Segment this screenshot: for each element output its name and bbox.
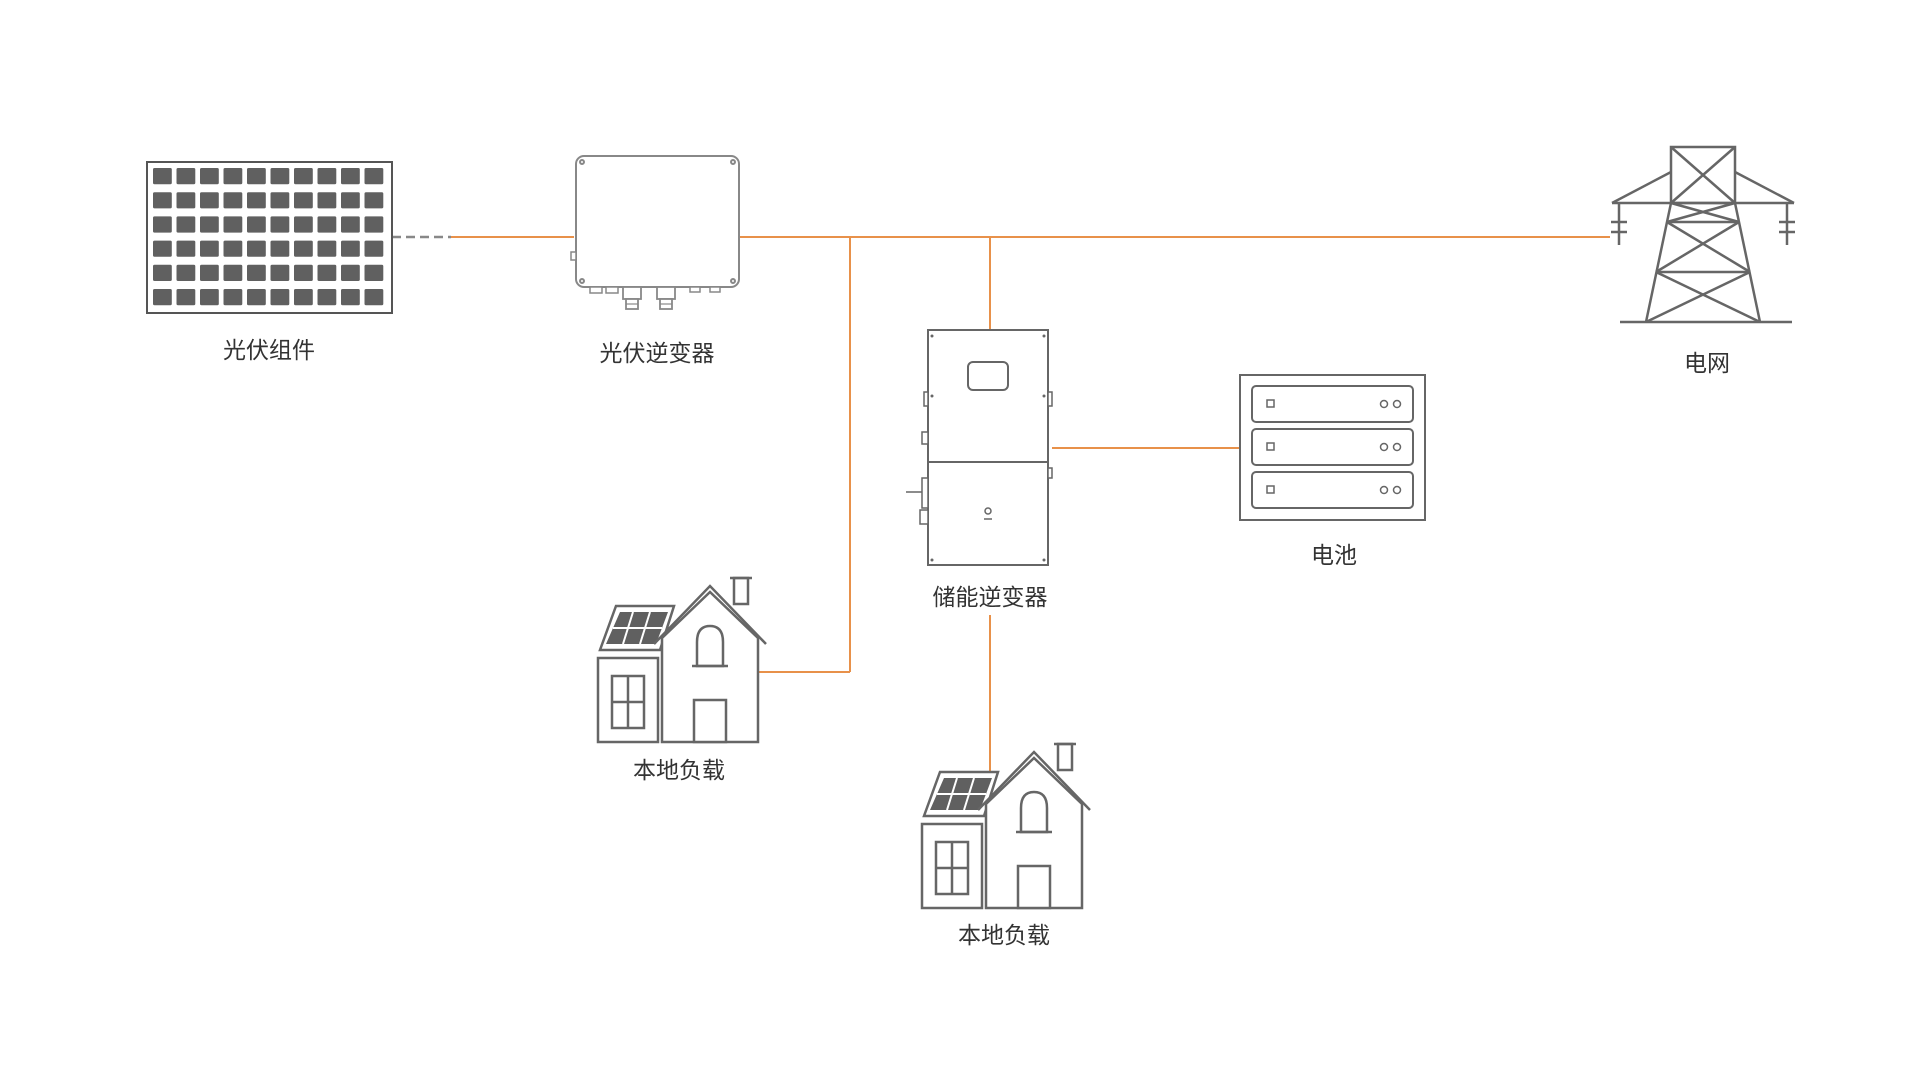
battery-rack-icon (1239, 374, 1426, 521)
solar-cell (247, 240, 266, 257)
solar-cell (341, 264, 360, 281)
solar-cell (364, 168, 384, 185)
solar-cell (223, 264, 243, 281)
solar-cell (200, 264, 219, 281)
solar-cell (294, 240, 313, 257)
solar-cell (153, 168, 172, 185)
solar-cell (270, 216, 290, 233)
solar-cell (341, 168, 360, 185)
solar-cell (153, 240, 172, 257)
solar-cell (317, 289, 337, 306)
solar-cell (294, 168, 313, 185)
solar-cell (317, 264, 337, 281)
solar-cell (364, 264, 384, 281)
solar-cell (364, 240, 384, 257)
solar-cell (270, 264, 290, 281)
solar-cell (294, 289, 313, 306)
solar-cell (364, 289, 384, 306)
solar-cell (364, 216, 384, 233)
solar-cell (317, 240, 337, 257)
solar-cell (270, 240, 290, 257)
solar-cell (176, 289, 196, 306)
solar-cell (200, 168, 219, 185)
house-with-solar-icon-left (596, 576, 768, 744)
solar-cell (341, 240, 360, 257)
solar-cell (294, 216, 313, 233)
solar-cell (294, 264, 313, 281)
solar-cell (247, 168, 266, 185)
solar-cell (223, 289, 243, 306)
label-storage-inverter: 储能逆变器 (932, 585, 1048, 611)
solar-cell (364, 192, 384, 209)
hybrid-inverter-icon (906, 329, 1053, 566)
solar-cell (153, 216, 172, 233)
solar-cell (153, 289, 172, 306)
label-grid: 电网 (1684, 351, 1730, 377)
solar-cell (270, 168, 290, 185)
inverter-icon (570, 155, 740, 310)
label-local-load-left: 本地负载 (633, 758, 725, 784)
solar-cell (200, 192, 219, 209)
label-local-load-bottom: 本地负载 (958, 923, 1050, 949)
solar-cell (176, 264, 196, 281)
solar-cell (176, 216, 196, 233)
solar-cell (270, 289, 290, 306)
solar-cell (200, 240, 219, 257)
label-battery: 电池 (1311, 543, 1357, 569)
solar-cell (200, 216, 219, 233)
solar-cell (223, 216, 243, 233)
solar-cell (317, 192, 337, 209)
solar-cell (176, 240, 196, 257)
solar-cell (317, 216, 337, 233)
solar-cell (341, 289, 360, 306)
house-with-solar-icon-bottom (920, 742, 1092, 910)
solar-cell (341, 216, 360, 233)
solar-cell (247, 216, 266, 233)
power-tower-icon (1611, 145, 1795, 324)
solar-cell (270, 192, 290, 209)
solar-cell (247, 264, 266, 281)
solar-cell (317, 168, 337, 185)
solar-cell (176, 168, 196, 185)
solar-cells (153, 168, 384, 306)
solar-cell (294, 192, 313, 209)
solar-cell (153, 192, 172, 209)
solar-cell (223, 192, 243, 209)
label-pv-module: 光伏组件 (223, 338, 315, 364)
solar-cell (341, 192, 360, 209)
solar-cell (223, 168, 243, 185)
solar-cell (153, 264, 172, 281)
label-pv-inverter: 光伏逆变器 (599, 341, 715, 367)
solar-cell (176, 192, 196, 209)
solar-cell (247, 289, 266, 306)
solar-cell (247, 192, 266, 209)
solar-panel-icon (146, 161, 393, 314)
solar-cell (200, 289, 219, 306)
connection-lines (451, 236, 1610, 780)
solar-cell (223, 240, 243, 257)
